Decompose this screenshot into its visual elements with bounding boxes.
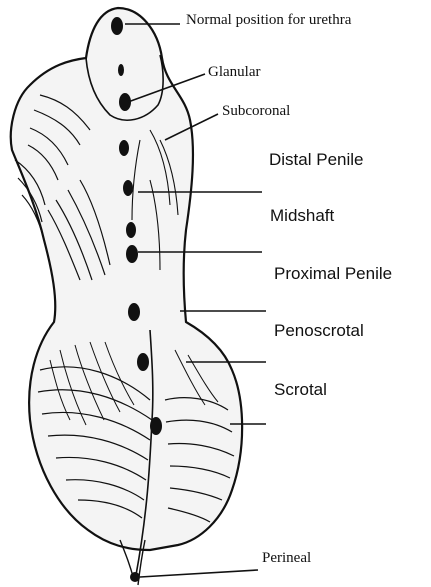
label-midshaft: Midshaft <box>270 207 334 224</box>
urethra-dot-mid <box>126 222 136 238</box>
label-distal-penile: Distal Penile <box>269 151 364 168</box>
urethra-dot-scrotal <box>150 417 162 435</box>
label-penoscrotal: Penoscrotal <box>274 322 364 339</box>
urethra-dot-penoscrotal <box>137 353 149 371</box>
label-glanular: Glanular <box>208 65 260 80</box>
perineal-dot <box>130 572 140 582</box>
urethra-dot-normal <box>111 17 123 35</box>
label-perineal: Perineal <box>262 551 311 566</box>
leader-perineal <box>140 570 258 577</box>
label-scrotal: Scrotal <box>274 381 327 398</box>
label-subcoronal: Subcoronal <box>222 104 290 119</box>
urethra-dot-subcoronal <box>119 140 129 156</box>
label-proximal-penile: Proximal Penile <box>274 265 392 282</box>
urethra-dot-midshaft <box>126 245 138 263</box>
urethra-dot-glanular-small <box>118 64 124 76</box>
urethra-dot-proximal <box>128 303 140 321</box>
label-normal-position: Normal position for urethra <box>186 13 351 28</box>
urethra-dot-distal <box>123 180 133 196</box>
